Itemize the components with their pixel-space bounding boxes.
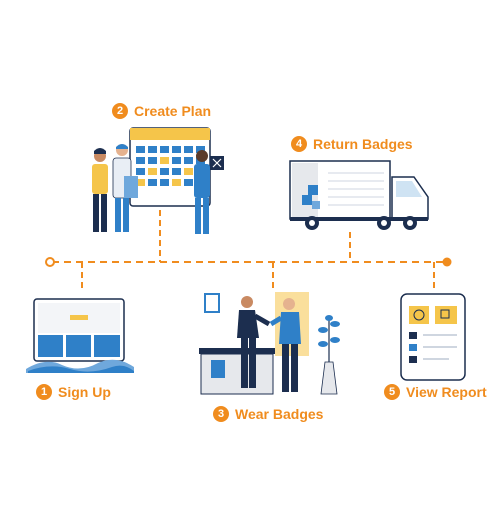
step-4-label: Return Badges	[313, 136, 413, 152]
step-5: 5 View Report	[384, 384, 487, 400]
calendar-planning-icon	[92, 127, 224, 234]
timeline-start-dot	[45, 257, 55, 267]
step-2: 2 Create Plan	[112, 103, 211, 119]
tablet-report-icon	[400, 293, 466, 381]
timeline-end-dot	[442, 257, 452, 267]
step-2-number: 2	[112, 103, 128, 119]
step-3-number: 3	[213, 406, 229, 422]
step-1-number: 1	[36, 384, 52, 400]
step-4: 4 Return Badges	[291, 136, 413, 152]
step-1-label: Sign Up	[58, 384, 111, 400]
laptop-signup-icon	[26, 298, 134, 373]
step-2-label: Create Plan	[134, 103, 212, 119]
handshake-office-icon	[199, 292, 340, 395]
delivery-truck-icon	[289, 160, 429, 230]
step-5-number: 5	[384, 384, 400, 400]
step-1: 1 Sign Up	[36, 384, 111, 400]
step-4-number: 4	[291, 136, 307, 152]
step-3-label: Wear Badges	[235, 406, 324, 422]
step-5-label: View Report	[406, 384, 487, 400]
step-3: 3 Wear Badges	[213, 406, 323, 422]
